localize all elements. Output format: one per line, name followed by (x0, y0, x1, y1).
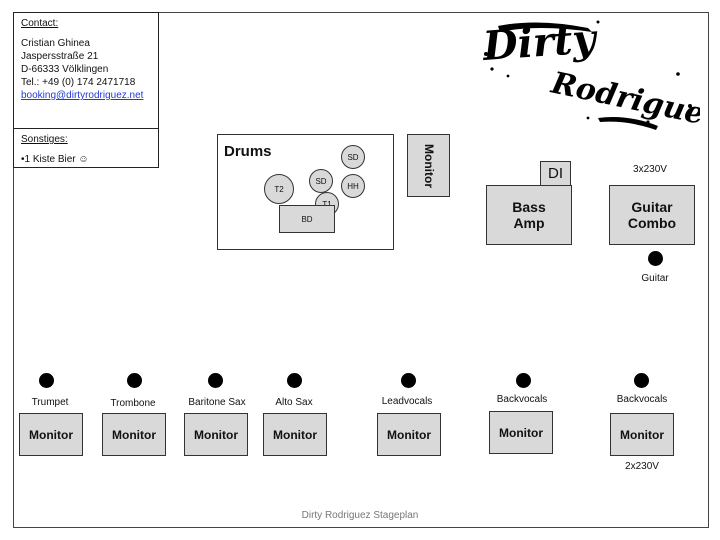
monitor-backvocals-1: Monitor (489, 411, 553, 454)
mic-label-baritone-sax: Baritone Sax (188, 397, 246, 408)
mic-dot-backvocals-1 (516, 373, 531, 388)
mic-dot-trumpet (39, 373, 54, 388)
monitor-leadvocals: Monitor (377, 413, 441, 456)
guitar-combo: Guitar Combo (609, 185, 695, 245)
drum-riser: Drums SD SD HH T2 T1 BD (217, 134, 394, 250)
monitor-trombone: Monitor (102, 413, 166, 456)
drum-monitor: Monitor (407, 134, 450, 197)
guitar-combo-label-2: Combo (627, 215, 677, 231)
stageplan-caption: Dirty Rodriguez Stageplan (301, 510, 419, 521)
contact-city: D-66333 Völklingen (21, 64, 109, 75)
mic-dot-leadvocals (401, 373, 416, 388)
misc-item: •1 Kiste Bier ☺ (21, 154, 89, 165)
drums-title: Drums (224, 143, 272, 160)
bass-amp-label-2: Amp (513, 215, 545, 231)
guitar-input-dot (648, 251, 663, 266)
mic-label-trumpet: Trumpet (31, 397, 69, 408)
contact-email-link[interactable]: booking@dirtyrodriguez.net (21, 90, 144, 101)
drum-monitor-label: Monitor (421, 143, 436, 188)
misc-heading: Sonstiges: (21, 134, 68, 145)
mic-dot-alto-sax (287, 373, 302, 388)
monitor-baritone-sax: Monitor (184, 413, 248, 456)
guitar-power-note: 3x230V (633, 164, 667, 175)
mic-label-backvocals-2: Backvocals (616, 394, 668, 405)
stage-frame (13, 12, 709, 528)
tom-2: T2 (264, 174, 294, 204)
mic-label-leadvocals: Leadvocals (381, 396, 433, 407)
guitar-combo-label-1: Guitar (631, 199, 673, 215)
guitar-input-label: Guitar (641, 273, 669, 284)
misc-section: Sonstiges: •1 Kiste Bier ☺ (14, 129, 158, 171)
hihat: HH (341, 174, 365, 198)
bass-amp-label-1: Bass (512, 199, 546, 215)
contact-phone: Tel.: +49 (0) 174 2471718 (21, 77, 136, 88)
mic-label-trombone: Trombone (110, 398, 156, 409)
band-logo: Dirty Rodriguez (480, 15, 700, 130)
contact-name: Cristian Ghinea (21, 38, 90, 49)
backvocals-power-note: 2x230V (625, 461, 659, 472)
bass-amp: Bass Amp (486, 185, 572, 245)
bass-drum: BD (279, 205, 335, 233)
di-box: DI (540, 161, 571, 186)
contact-heading: Contact: (21, 18, 59, 29)
contact-street: Jaspersstraße 21 (21, 51, 99, 62)
mic-dot-baritone-sax (208, 373, 223, 388)
snare-drum: SD (309, 169, 333, 193)
mic-label-backvocals-1: Backvocals (496, 394, 548, 405)
contact-box: Contact: Cristian Ghinea Jaspersstraße 2… (13, 12, 159, 168)
monitor-trumpet: Monitor (19, 413, 83, 456)
snare-drum-top: SD (341, 145, 365, 169)
mic-dot-trombone (127, 373, 142, 388)
contact-section: Contact: Cristian Ghinea Jaspersstraße 2… (14, 13, 158, 129)
monitor-backvocals-2: Monitor (610, 413, 674, 456)
mic-label-alto-sax: Alto Sax (275, 397, 313, 408)
monitor-alto-sax: Monitor (263, 413, 327, 456)
mic-dot-backvocals-2 (634, 373, 649, 388)
